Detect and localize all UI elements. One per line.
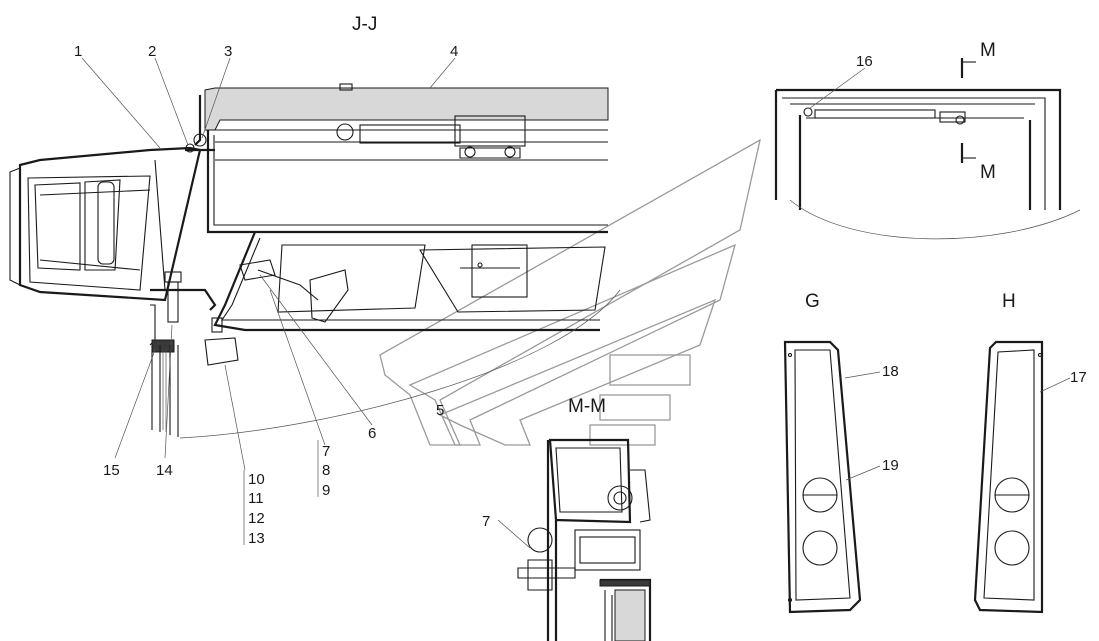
section-mark-bottom: M: [980, 162, 996, 183]
callout-5: 5: [436, 402, 444, 419]
callout-ticks: [243, 440, 319, 545]
lower-shell: [213, 231, 600, 332]
callout-9: 9: [322, 482, 330, 499]
callout-4: 4: [450, 43, 458, 60]
section-mark-top: M: [980, 40, 996, 61]
callout-13: 13: [248, 530, 265, 547]
callout-15: 15: [103, 462, 120, 479]
callout-10: 10: [248, 471, 265, 488]
roof-panel: [204, 87, 609, 131]
callout-numbers: 1 2 3 4 5 6 7 8 9 10 11 12 13 14 15 16 1…: [74, 43, 1087, 547]
callout-11: 11: [248, 490, 264, 507]
callout-6: 6: [368, 425, 376, 442]
callout-12: 12: [248, 510, 265, 527]
headlight-housing: [18, 146, 202, 302]
callout-18: 18: [882, 363, 899, 380]
view-mm: [517, 438, 652, 641]
callout-17: 17: [1070, 369, 1087, 386]
callout-2: 2: [148, 43, 156, 60]
leader-lines: [81, 57, 1071, 549]
view-title-mm: M-M: [568, 396, 606, 417]
view-title-jj: J-J: [352, 14, 377, 35]
callout-14: 14: [156, 462, 173, 479]
view-title-g: G: [805, 291, 820, 312]
fastener-block: [204, 337, 239, 366]
section-jj: [9, 83, 621, 439]
inner-frame: [206, 130, 608, 234]
callout-3: 3: [224, 43, 232, 60]
callout-8: 8: [322, 462, 330, 479]
view-h-part: [973, 340, 1044, 614]
view-g-part: [783, 340, 862, 614]
callout-16: 16: [856, 53, 873, 70]
callout-7: 7: [322, 443, 330, 460]
watermark-logo: [379, 138, 761, 446]
callout-19: 19: [882, 457, 899, 474]
detail-upper-right: [774, 58, 1081, 240]
view-title-h: H: [1002, 291, 1016, 312]
callout-7-mm: 7: [482, 513, 490, 530]
titles: J-J M-M G H M M: [352, 14, 1016, 417]
callout-1: 1: [74, 43, 82, 60]
